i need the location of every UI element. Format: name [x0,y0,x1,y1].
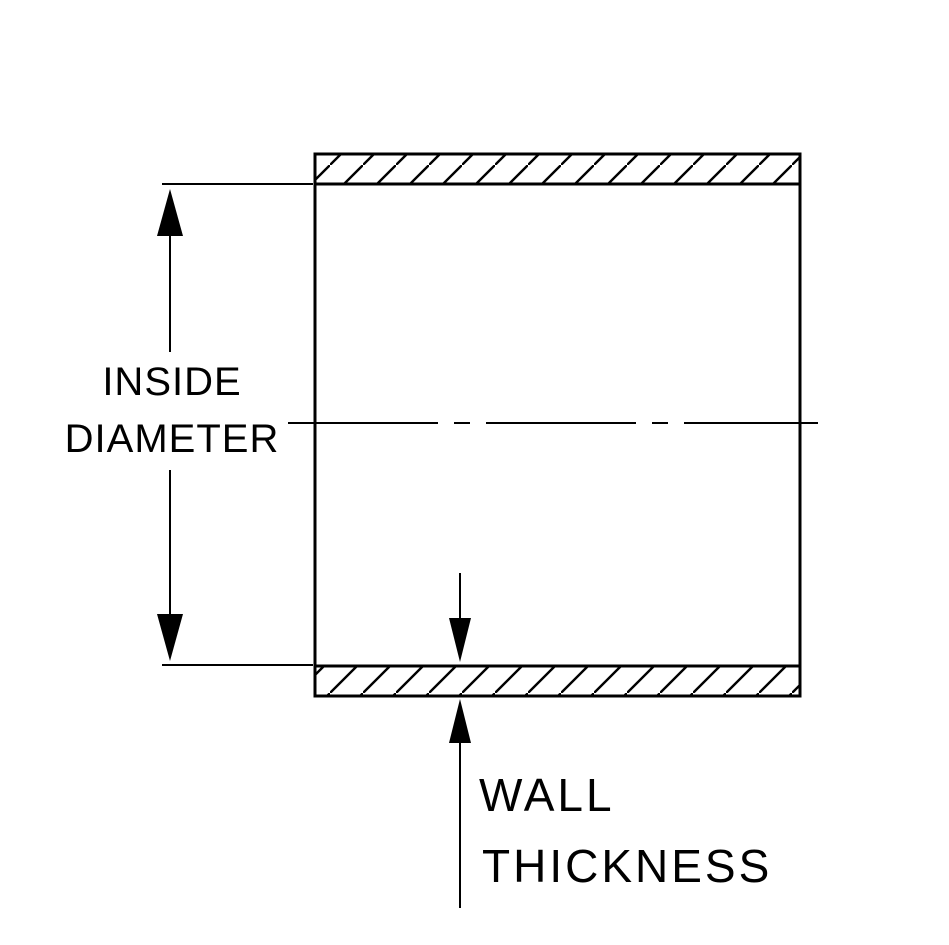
inside-diameter-top-arrowhead [157,189,183,236]
top-wall-hatching [315,154,800,184]
tube-outline [313,152,802,698]
inside-diameter-bottom-arrowhead [157,614,183,661]
inside-diameter-label-line2: DIAMETER [64,417,280,461]
inside-diameter-label-line1: INSIDE [102,360,242,404]
bottom-wall-hatching [315,666,800,696]
wall-thickness-label-line2: THICKNESS [482,840,773,892]
wall-thickness-label-line1: WALL [479,769,615,821]
wall-thickness-upper-arrowhead [449,618,471,662]
wall-thickness-lower-arrowhead [449,699,471,743]
